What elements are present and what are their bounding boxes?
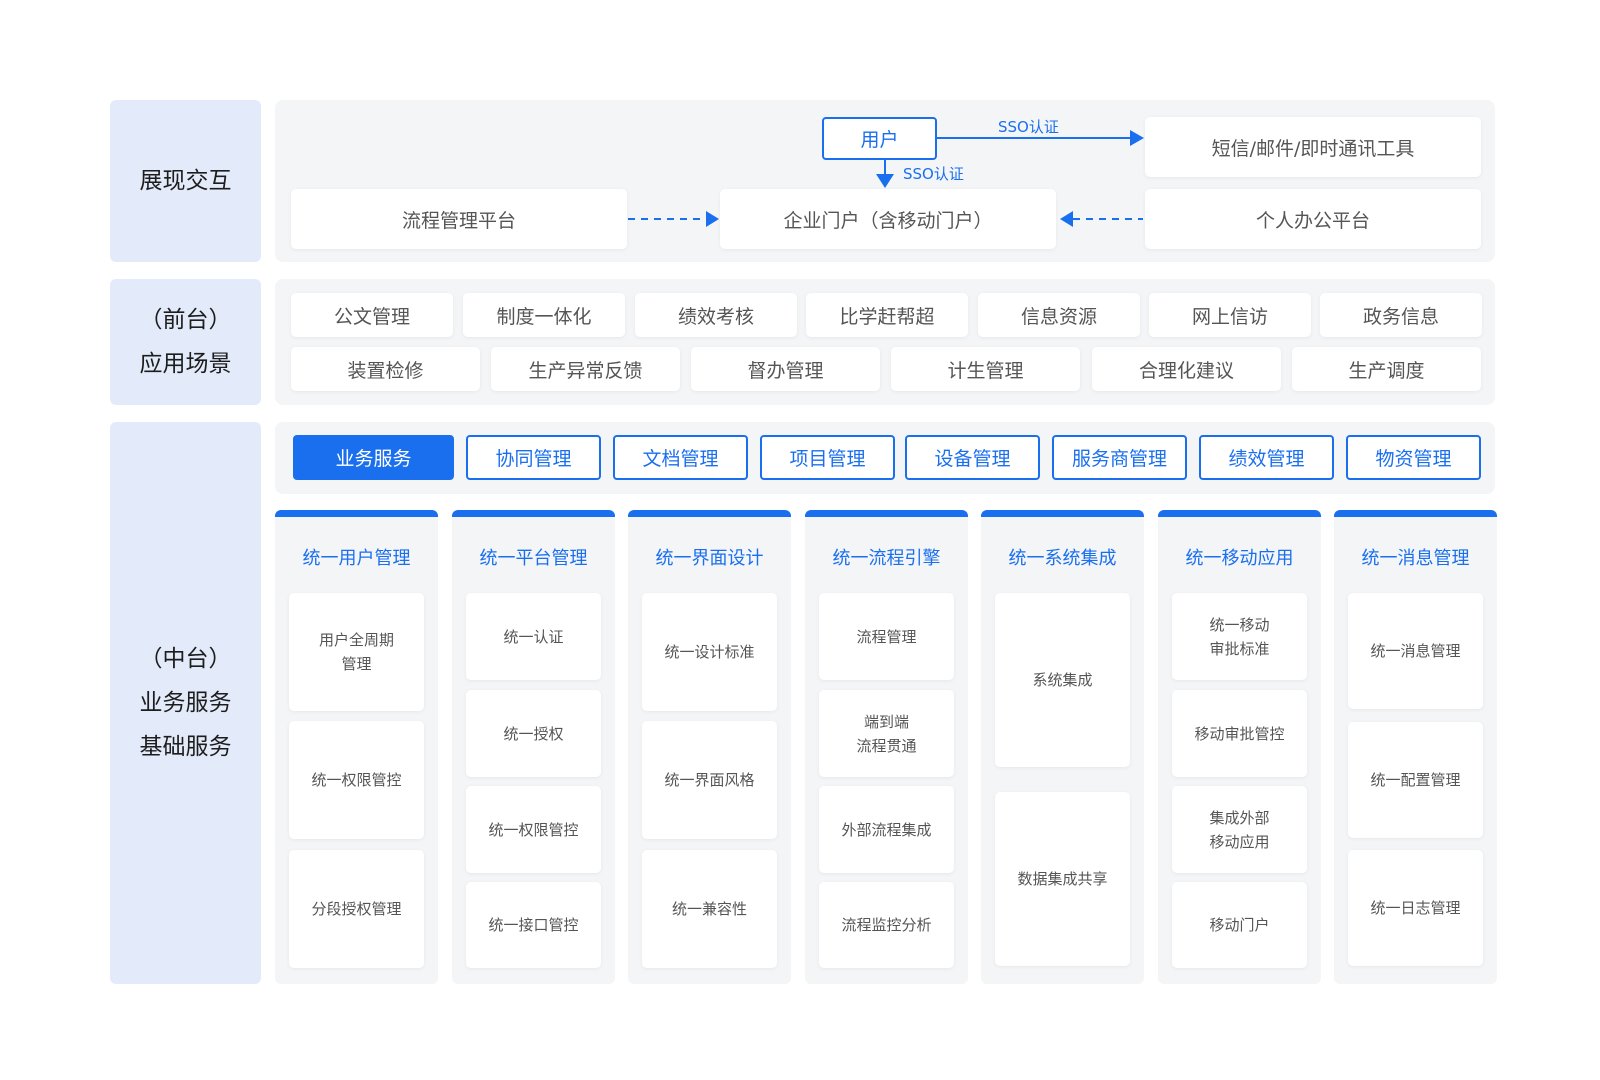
service-tile: 统一界面风格	[642, 721, 777, 839]
service-tile: 统一设计标准	[642, 593, 777, 711]
tile-line: 流程贯通	[856, 736, 917, 755]
tab-equipment[interactable]: 设备管理	[905, 435, 1040, 480]
scenario-item: 生产异常反馈	[491, 347, 680, 391]
tile-line: 统一设计标准	[664, 643, 755, 661]
tile-line: 统一消息管理	[1370, 642, 1461, 660]
tile-line: 集成外部	[1209, 808, 1270, 827]
row-label-line: 展现交互	[139, 168, 232, 194]
service-tile: 分段授权管理	[289, 850, 424, 968]
service-tile: 统一兼容性	[642, 850, 777, 968]
service-tile: 统一移动审批标准	[1172, 593, 1307, 680]
service-tile: 移动审批管控	[1172, 690, 1307, 777]
arrowhead-right	[1130, 130, 1144, 146]
service-tile: 用户全周期管理	[289, 593, 424, 711]
row-label-line: 业务服务	[139, 690, 232, 716]
tile-line: 统一接口管控	[488, 916, 579, 934]
service-tile: 统一消息管理	[1348, 593, 1483, 709]
row-label-presentation: 展现交互	[110, 100, 261, 262]
tile-line: 流程管理	[856, 627, 917, 646]
service-tile: 移动门户	[1172, 882, 1307, 968]
service-tile: 统一配置管理	[1348, 722, 1483, 838]
service-tile: 端到端流程贯通	[819, 690, 954, 777]
tile-line: 用户全周期	[318, 631, 394, 649]
column-title: 统一移动应用	[1185, 548, 1294, 569]
column-title: 统一消息管理	[1361, 548, 1470, 569]
tab-documents[interactable]: 文档管理	[613, 435, 748, 480]
tile-line: 统一界面风格	[664, 771, 755, 789]
scenario-item: 信息资源	[978, 293, 1140, 337]
column-title: 统一平台管理	[479, 548, 588, 569]
arrowhead-down	[876, 174, 894, 188]
service-tile: 统一认证	[466, 593, 601, 680]
row-label-line: 基础服务	[139, 734, 232, 760]
scenario-item: 网上信访	[1149, 293, 1311, 337]
row-label-line: （中台）	[139, 646, 232, 672]
scenario-item: 比学赶帮超	[806, 293, 968, 337]
service-tile: 系统集成	[995, 593, 1130, 767]
service-tile: 集成外部移动应用	[1172, 786, 1307, 873]
service-tile: 统一授权	[466, 690, 601, 777]
tile-line: 统一日志管理	[1370, 899, 1461, 917]
messaging-tools-box: 短信/邮件/即时通讯工具	[1145, 117, 1481, 177]
scenario-item: 政务信息	[1320, 293, 1482, 337]
enterprise-portal-box: 企业门户（含移动门户）	[720, 189, 1056, 249]
personal-office-box: 个人办公平台	[1145, 189, 1481, 249]
tile-line: 统一移动	[1209, 615, 1270, 634]
tab-projects[interactable]: 项目管理	[760, 435, 895, 480]
tile-line: 分段授权管理	[311, 900, 402, 918]
tile-line: 系统集成	[1032, 671, 1093, 689]
service-tile: 统一接口管控	[466, 882, 601, 968]
service-tile: 统一日志管理	[1348, 850, 1483, 966]
scenario-item: 督办管理	[691, 347, 880, 391]
scenario-item: 生产调度	[1292, 347, 1481, 391]
scenario-item: 公文管理	[291, 293, 453, 337]
column-title: 统一用户管理	[302, 548, 411, 569]
scenario-item: 制度一体化	[463, 293, 625, 337]
tile-line: 管理	[341, 655, 372, 673]
tile-line: 统一认证	[503, 627, 564, 646]
arrowhead-portal-right	[1060, 211, 1073, 227]
tile-line: 统一配置管理	[1370, 771, 1461, 789]
scenario-item: 合理化建议	[1092, 347, 1281, 391]
tile-line: 移动审批管控	[1194, 724, 1285, 743]
tile-line: 数据集成共享	[1017, 870, 1108, 888]
tile-line: 统一权限管控	[311, 771, 402, 789]
scenario-item: 计生管理	[891, 347, 1080, 391]
sso-label-right: SSO认证	[998, 118, 1059, 136]
tab-collaboration[interactable]: 协同管理	[466, 435, 601, 480]
row-label-line: 应用场景	[139, 351, 232, 377]
tile-line: 端到端	[863, 712, 909, 731]
row-label-middle: （中台） 业务服务 基础服务	[110, 422, 261, 984]
tab-materials[interactable]: 物资管理	[1346, 435, 1481, 480]
tile-line: 统一兼容性	[671, 900, 747, 918]
scenario-item: 绩效考核	[635, 293, 797, 337]
tab-performance[interactable]: 绩效管理	[1199, 435, 1334, 480]
service-tile: 流程监控分析	[819, 882, 954, 968]
tile-line: 审批标准	[1209, 639, 1270, 658]
row-label-frontend: （前台） 应用场景	[110, 279, 261, 405]
user-box: 用户	[822, 117, 937, 160]
tile-line: 流程监控分析	[841, 916, 932, 934]
sso-label-down: SSO认证	[903, 165, 964, 183]
service-tile: 统一权限管控	[466, 786, 601, 873]
service-tile: 统一权限管控	[289, 721, 424, 839]
column-title: 统一系统集成	[1008, 548, 1117, 569]
tile-line: 移动门户	[1209, 916, 1270, 934]
column-title: 统一流程引擎	[832, 548, 941, 569]
tile-line: 统一权限管控	[488, 820, 579, 839]
tile-line: 移动应用	[1209, 832, 1270, 851]
service-tile: 流程管理	[819, 593, 954, 680]
tile-line: 统一授权	[503, 724, 564, 743]
scenario-item: 装置检修	[291, 347, 480, 391]
tab-business-services[interactable]: 业务服务	[293, 435, 454, 480]
row-label-line: （前台）	[139, 307, 232, 333]
arrowhead-portal-left	[706, 211, 719, 227]
process-platform-box: 流程管理平台	[291, 189, 627, 249]
tile-line: 外部流程集成	[841, 820, 932, 839]
service-tile: 外部流程集成	[819, 786, 954, 873]
tab-service-providers[interactable]: 服务商管理	[1052, 435, 1187, 480]
service-tile: 数据集成共享	[995, 792, 1130, 966]
column-title: 统一界面设计	[655, 548, 764, 569]
